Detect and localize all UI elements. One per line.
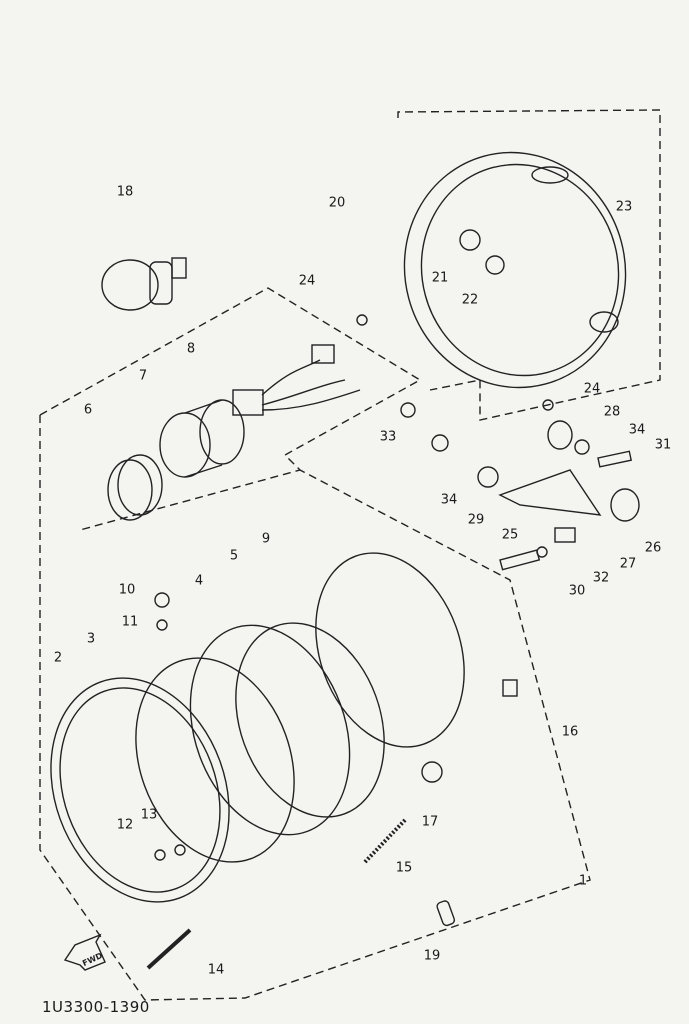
- damper-26: [610, 488, 640, 522]
- part-label: 30: [568, 583, 586, 599]
- collar-29: [477, 466, 499, 488]
- fwd-arrow-icon: [63, 933, 106, 971]
- part-label: 6: [83, 402, 93, 418]
- screw-10: [154, 592, 170, 608]
- part-label: 21: [431, 270, 449, 286]
- rim-inner: [59, 687, 221, 893]
- part-label: 3: [86, 631, 96, 647]
- part-label: 25: [501, 527, 519, 543]
- part-label: 15: [395, 860, 413, 876]
- nut-13: [174, 844, 186, 856]
- collar-27: [554, 527, 576, 543]
- bolt-30: [499, 549, 541, 571]
- group-outline-main: [39, 415, 591, 1001]
- spring-clip-part: [107, 454, 163, 521]
- part-label: 19: [423, 948, 441, 964]
- part-label: 34: [440, 492, 458, 508]
- bulb-19: [436, 900, 456, 927]
- washer-34b: [574, 439, 590, 455]
- part-label: 9: [261, 531, 271, 547]
- part-label: 27: [619, 556, 637, 572]
- ring-part: [135, 657, 295, 863]
- nut-33: [400, 402, 416, 418]
- part-label: 24: [298, 273, 316, 289]
- part-label: 1: [578, 873, 588, 889]
- nut-11: [156, 619, 168, 631]
- part-label: 31: [654, 437, 672, 453]
- adjusting-ring-part: [189, 624, 351, 836]
- part-label: 26: [644, 540, 662, 556]
- part-label: 18: [116, 184, 134, 200]
- part-label: 7: [138, 368, 148, 384]
- part-label: 29: [467, 512, 485, 528]
- bolt-31: [597, 450, 633, 468]
- sealed-beam-part: [235, 622, 385, 818]
- rim-part: [50, 677, 230, 903]
- damper-28: [547, 420, 573, 450]
- bolt-24b: [542, 399, 554, 411]
- part-label: 20: [328, 195, 346, 211]
- headlight-housing-part: [403, 151, 627, 389]
- part-label: 24: [583, 381, 601, 397]
- washer-34: [431, 434, 449, 452]
- screw-12: [154, 849, 166, 861]
- group-outline-housing: [397, 109, 661, 421]
- part-label: 14: [207, 962, 225, 978]
- part-label: 32: [592, 570, 610, 586]
- spring-15: [363, 818, 407, 864]
- case-part: [315, 552, 465, 748]
- washer-32: [536, 546, 548, 558]
- part-label: 13: [140, 807, 158, 823]
- part-label: 5: [229, 548, 239, 564]
- group-outline-bulb: [39, 287, 422, 531]
- socket-part: [232, 344, 361, 416]
- part-label: 22: [461, 292, 479, 308]
- cover-part: [159, 399, 245, 478]
- bracket-25: [498, 469, 602, 516]
- part-label: 16: [561, 724, 579, 740]
- part-label: 2: [53, 650, 63, 666]
- grommet-17: [421, 761, 443, 783]
- bolt-24a: [356, 314, 368, 326]
- part-label: 17: [421, 814, 439, 830]
- screw-14: [146, 928, 192, 970]
- connector-16: [502, 679, 518, 697]
- part-label: 28: [603, 404, 621, 420]
- part-label: 12: [116, 817, 134, 833]
- part-label: 23: [615, 199, 633, 215]
- part-label: 11: [121, 614, 139, 630]
- part-label: 33: [379, 429, 397, 445]
- part-label: 34: [628, 422, 646, 438]
- part-label: 8: [186, 341, 196, 357]
- part-label: 10: [118, 582, 136, 598]
- part-label: 4: [194, 573, 204, 589]
- drawing-code: 1U3300-1390: [42, 998, 150, 1016]
- bulb-part: [101, 257, 187, 311]
